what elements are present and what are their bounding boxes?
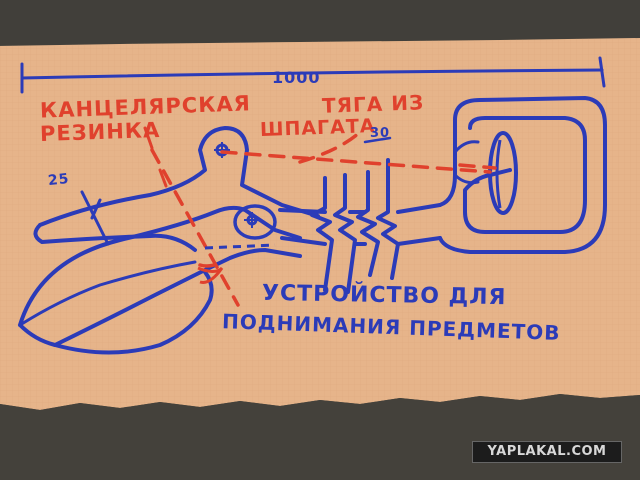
red-rubber-stroke — [197, 266, 224, 284]
lower-jaw-inner — [18, 260, 197, 327]
asphalt-bottom — [0, 394, 640, 480]
site-watermark: YAPLAKAL.COM — [472, 441, 622, 463]
trigger-spur — [453, 140, 480, 185]
paper-grid — [0, 38, 640, 410]
pull-label-line2: ШПАГАТА — [259, 114, 376, 142]
asphalt-shadow — [0, 0, 640, 45]
top-dimension-label: 1000 — [272, 68, 321, 87]
top-dimension-line — [20, 56, 606, 94]
lower-jaw-tip — [53, 270, 214, 355]
lower-pivot-cross — [244, 212, 260, 228]
dim-30-label: 30 — [370, 126, 391, 141]
lower-jaw-outline — [18, 205, 302, 347]
upper-pivot-cross — [214, 142, 230, 158]
trigger-ring-inner — [495, 139, 502, 209]
red-dashed-lines — [150, 130, 497, 307]
handle-shaft — [278, 158, 442, 294]
dim-25-label: 25 — [47, 170, 71, 190]
blue-dashed-link — [204, 243, 276, 250]
pull-label-line1: ТЯГА ИЗ — [321, 90, 425, 118]
upper-jaw-outline — [33, 126, 320, 252]
red-rubber-marks — [143, 126, 168, 188]
lower-pivot-lug — [233, 204, 277, 240]
title-line1: УСТРОЙСТВО ДЛЯ — [261, 280, 507, 311]
dim-25-marker — [80, 190, 110, 246]
handle-loop-inner — [463, 116, 587, 234]
dim-30-marker — [363, 136, 392, 144]
rubber-label-line2: РЕЗИНКА — [39, 117, 161, 147]
